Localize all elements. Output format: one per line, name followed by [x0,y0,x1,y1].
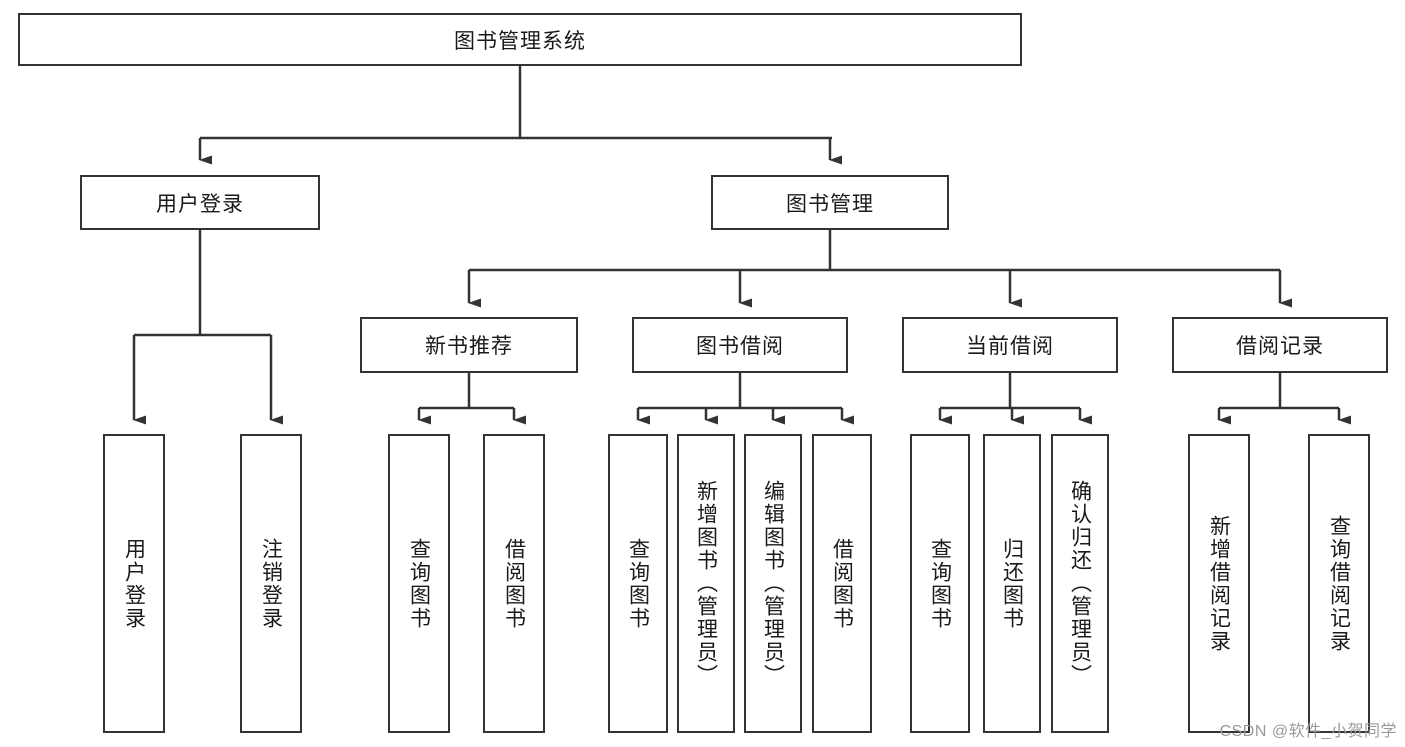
node-current-borrow[interactable]: 当前借阅 [902,317,1118,373]
leaf-add-book-admin[interactable]: 新增图书（管理员） [677,434,735,733]
leaf-query-borrow-record-label: 查询借阅记录 [1327,514,1351,653]
leaf-borrow-book[interactable]: 借阅图书 [812,434,872,733]
node-current-borrow-label: 当前借阅 [966,335,1054,358]
leaf-edit-book-admin-label: 编辑图书（管理员） [761,480,785,687]
leaf-borrow-book-recommend-label: 借阅图书 [502,537,526,630]
node-user-login-label: 用户登录 [156,192,244,216]
node-book-borrow[interactable]: 图书借阅 [632,317,848,373]
node-new-book-recommend[interactable]: 新书推荐 [360,317,578,373]
node-book-borrow-label: 图书借阅 [696,335,784,358]
leaf-user-login-label: 用户登录 [122,537,146,630]
leaf-logout-label: 注销登录 [259,537,283,630]
leaf-query-book-borrow[interactable]: 查询图书 [608,434,668,733]
node-borrow-records-label: 借阅记录 [1236,335,1324,358]
node-book-management-label: 图书管理 [786,192,874,216]
leaf-user-login[interactable]: 用户登录 [103,434,165,733]
node-root-label: 图书管理系统 [454,29,586,53]
leaf-query-book-recommend-label: 查询图书 [407,537,431,630]
leaf-borrow-book-label: 借阅图书 [830,537,854,630]
node-borrow-records[interactable]: 借阅记录 [1172,317,1388,373]
leaf-edit-book-admin[interactable]: 编辑图书（管理员） [744,434,802,733]
leaf-add-borrow-record[interactable]: 新增借阅记录 [1188,434,1250,733]
node-root[interactable]: 图书管理系统 [18,13,1022,66]
leaf-query-book-recommend[interactable]: 查询图书 [388,434,450,733]
leaf-query-book-current-label: 查询图书 [928,537,952,630]
leaf-logout[interactable]: 注销登录 [240,434,302,733]
leaf-query-book-current[interactable]: 查询图书 [910,434,970,733]
leaf-query-borrow-record[interactable]: 查询借阅记录 [1308,434,1370,733]
leaf-borrow-book-recommend[interactable]: 借阅图书 [483,434,545,733]
leaf-add-book-admin-label: 新增图书（管理员） [694,480,718,687]
leaf-return-book[interactable]: 归还图书 [983,434,1041,733]
leaf-query-book-borrow-label: 查询图书 [626,537,650,630]
leaf-add-borrow-record-label: 新增借阅记录 [1207,514,1231,653]
watermark: CSDN @软件_小贺同学 [1219,723,1397,740]
leaf-confirm-return-admin-label: 确认归还（管理员） [1068,480,1092,687]
leaf-return-book-label: 归还图书 [1000,537,1024,630]
leaf-confirm-return-admin[interactable]: 确认归还（管理员） [1051,434,1109,733]
node-new-book-recommend-label: 新书推荐 [425,335,513,358]
node-user-login[interactable]: 用户登录 [80,175,320,230]
node-book-management[interactable]: 图书管理 [711,175,949,230]
